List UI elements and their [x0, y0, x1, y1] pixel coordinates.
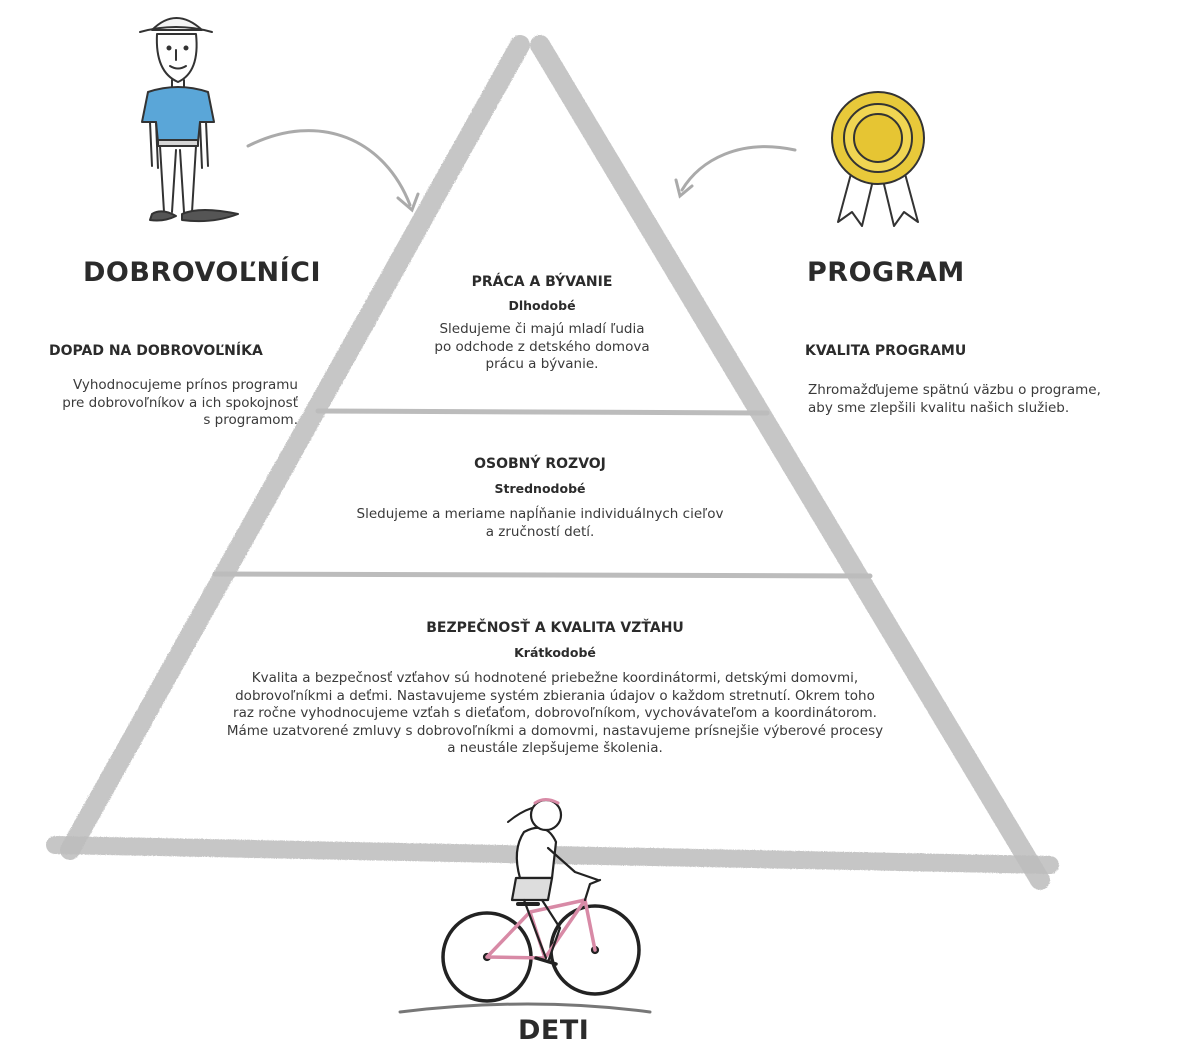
- level-bottom-title: BEZPEČNOSŤ A KVALITA VZŤAHU: [426, 620, 684, 636]
- divider-middle: [212, 571, 873, 579]
- program-quality-title: KVALITA PROGRAMU: [805, 343, 967, 359]
- divider-top: [315, 408, 770, 416]
- volunteer-impact-text: Vyhodnocujeme prínos programu pre dobrov…: [62, 377, 298, 430]
- level-middle: OSOBNÝ ROZVOJ Strednodobé Sledujeme a me…: [290, 453, 790, 541]
- text-line: Sledujeme a meriame napĺňanie individuál…: [356, 506, 724, 522]
- curved-arrow-left-icon: [246, 129, 420, 213]
- text-line: po odchode z detského domova: [434, 338, 650, 355]
- program-title: PROGRAM: [807, 257, 965, 288]
- level-top-title: PRÁCA A BÝVANIE: [471, 274, 613, 290]
- level-middle-title: OSOBNÝ ROZVOJ: [474, 456, 606, 472]
- volunteer-impact-heading: DOPAD NA DOBROVOĽNÍKA: [45, 340, 267, 359]
- text-line: aby sme zlepšili kvalitu našich služieb.: [808, 399, 1070, 416]
- text-line: a neustále zlepšujeme školenia.: [447, 740, 663, 756]
- level-top-text: Sledujeme či majú mladí ľudia po odchode…: [342, 321, 742, 374]
- level-middle-term: Strednodobé: [494, 481, 586, 496]
- program-quality-heading: KVALITA PROGRAMU: [801, 340, 971, 359]
- text-line: dobrovoľníkmi a deťmi. Nastavujeme systé…: [235, 687, 875, 704]
- volunteer-illustration: [139, 17, 239, 223]
- volunteers-title: DOBROVOĽNÍCI: [83, 257, 322, 288]
- level-bottom-text: Kvalita a bezpečnosť vzťahov sú hodnoten…: [155, 670, 955, 758]
- curved-arrow-right-icon: [674, 145, 797, 199]
- text-line: Vyhodnocujeme prínos programu: [72, 377, 298, 393]
- text-line: raz ročne vyhodnocujeme vzťah s dieťaťom…: [233, 705, 877, 721]
- text-line: Kvalita a bezpečnosť vzťahov sú hodnoten…: [251, 670, 859, 686]
- level-middle-text: Sledujeme a meriame napĺňanie individuál…: [290, 506, 790, 541]
- text-line: a zručností detí.: [485, 523, 595, 540]
- level-top-term: Dlhodobé: [508, 298, 576, 313]
- text-line: Sledujeme či majú mladí ľudia: [439, 321, 645, 337]
- program-quality-text: Zhromažďujeme spätnú väzbu o programe, a…: [808, 382, 1101, 417]
- level-top: PRÁCA A BÝVANIE Dlhodobé Sledujeme či ma…: [342, 271, 742, 374]
- text-line: s programom.: [203, 412, 298, 428]
- text-line: Zhromažďujeme spätnú väzbu o programe,: [808, 382, 1101, 398]
- text-line: prácu a bývanie.: [485, 356, 599, 372]
- text-line: pre dobrovoľníkov a ich spokojnosť: [62, 394, 298, 411]
- level-bottom-term: Krátkodobé: [514, 645, 596, 660]
- children-title: DETI: [518, 1015, 590, 1046]
- level-bottom: BEZPEČNOSŤ A KVALITA VZŤAHU Krátkodobé K…: [155, 617, 955, 758]
- text-line: Máme uzatvorené zmluvy s dobrovoľníkmi a…: [226, 722, 884, 739]
- volunteer-impact-title: DOPAD NA DOBROVOĽNÍKA: [49, 343, 263, 359]
- quality-medal-icon: [831, 91, 925, 227]
- child-on-bicycle-illustration: [398, 798, 652, 1014]
